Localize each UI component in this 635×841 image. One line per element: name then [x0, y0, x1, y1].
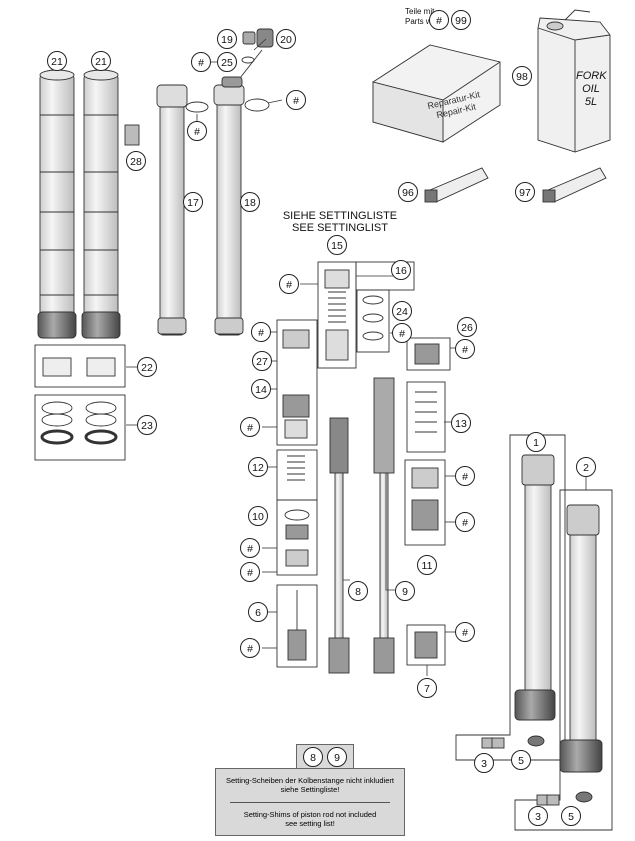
- callout-9: 9: [395, 581, 415, 601]
- outer-tube-right: [81, 69, 121, 339]
- callout-12: 12: [248, 457, 268, 477]
- callout-3-a: 3: [474, 753, 494, 773]
- callout-98: 98: [512, 66, 532, 86]
- callout-hash-j: #: [455, 512, 475, 532]
- callout-8: 8: [348, 581, 368, 601]
- kit-note-en: Parts with: [405, 17, 441, 26]
- callout-6: 6: [248, 602, 268, 622]
- fork-leg-2: [559, 504, 603, 773]
- callout-27: 27: [252, 351, 272, 371]
- callout-19: 19: [217, 29, 237, 49]
- callout-hash-m: #: [455, 622, 475, 642]
- oil-can-label: FORK OIL 5L: [576, 70, 607, 109]
- fork-leg-1: [514, 454, 556, 721]
- callout-20: 20: [276, 29, 296, 49]
- setting-note: SIEHE SETTINGLISTE SEE SETTINGLIST: [240, 210, 440, 234]
- callout-hash-k: #: [240, 538, 260, 558]
- inner-tube-18: [213, 28, 274, 336]
- spring-15: [324, 269, 350, 361]
- repair-kit-box: [372, 44, 501, 143]
- callout-15: 15: [327, 235, 347, 255]
- note-en-line1: Setting-Shims of piston rod not included: [243, 810, 377, 819]
- callout-22: 22: [137, 357, 157, 377]
- callout-hash-l: #: [240, 562, 260, 582]
- note-ref-8: 8: [303, 747, 323, 767]
- callout-21-b: 21: [91, 51, 111, 71]
- setting-shims-note-de: Setting-Scheiben der Kolbenstange nicht …: [220, 776, 400, 794]
- setting-shims-note: Setting-Scheiben der Kolbenstange nicht …: [215, 768, 405, 836]
- fork-oil-can: [537, 9, 611, 153]
- callout-18: 18: [240, 192, 260, 212]
- callout-21-a: 21: [47, 51, 67, 71]
- oil-can-line2: OIL: [582, 83, 600, 95]
- callout-5-b: 5: [561, 806, 581, 826]
- callout-23: 23: [137, 415, 157, 435]
- callout-97: 97: [515, 182, 535, 202]
- callout-25: 25: [217, 52, 237, 72]
- note-divider: [230, 802, 390, 803]
- grease-tube-97: [542, 167, 607, 203]
- outer-tube-left: [37, 69, 77, 339]
- callout-96: 96: [398, 182, 418, 202]
- piston-rod-8: [328, 417, 350, 674]
- callout-hash-b: #: [286, 90, 306, 110]
- callout-11: 11: [417, 555, 437, 575]
- note-de-line2: siehe Settingliste!: [280, 785, 340, 794]
- inner-tube-17: [156, 84, 209, 336]
- note-de-line1: Setting-Scheiben der Kolbenstange nicht …: [225, 776, 395, 785]
- setting-shims-note-en: Setting-Shims of piston rod not included…: [220, 810, 400, 828]
- callout-16: 16: [391, 260, 411, 280]
- callout-hash-a: #: [191, 52, 211, 72]
- callout-hash-i: #: [455, 466, 475, 486]
- note-ref-9: 9: [327, 747, 347, 767]
- kit-ref-99: 99: [451, 10, 471, 30]
- kit-note-de: Teile mit: [405, 7, 435, 16]
- callout-1: 1: [526, 432, 546, 452]
- callout-14: 14: [251, 379, 271, 399]
- kit-note: Teile mit Parts with: [405, 7, 465, 27]
- piston-rod-9: [373, 377, 395, 674]
- callout-28: 28: [126, 151, 146, 171]
- kit-ref-hash: #: [429, 10, 449, 30]
- note-en-line2: see setting list!: [285, 819, 335, 828]
- callout-hash-e: #: [392, 323, 412, 343]
- callout-7: 7: [417, 678, 437, 698]
- callout-10: 10: [248, 506, 268, 526]
- callout-26: 26: [457, 317, 477, 337]
- callout-hash-d: #: [279, 274, 299, 294]
- oil-can-line1: FORK: [576, 70, 607, 82]
- callout-3-b: 3: [528, 806, 548, 826]
- callout-24: 24: [392, 301, 412, 321]
- callout-hash-c: #: [187, 121, 207, 141]
- callout-5-a: 5: [511, 750, 531, 770]
- oil-can-line3: 5L: [584, 96, 598, 108]
- callout-hash-g: #: [455, 339, 475, 359]
- callout-hash-f: #: [251, 322, 271, 342]
- callout-2: 2: [576, 457, 596, 477]
- callout-hash-n: #: [240, 638, 260, 658]
- callout-17: 17: [183, 192, 203, 212]
- setting-note-de: SIEHE SETTINGLISTE: [282, 210, 398, 222]
- setting-note-en: SEE SETTINGLIST: [292, 222, 388, 234]
- grease-tube-96: [424, 167, 489, 203]
- callout-13: 13: [451, 413, 471, 433]
- callout-hash-h: #: [240, 417, 260, 437]
